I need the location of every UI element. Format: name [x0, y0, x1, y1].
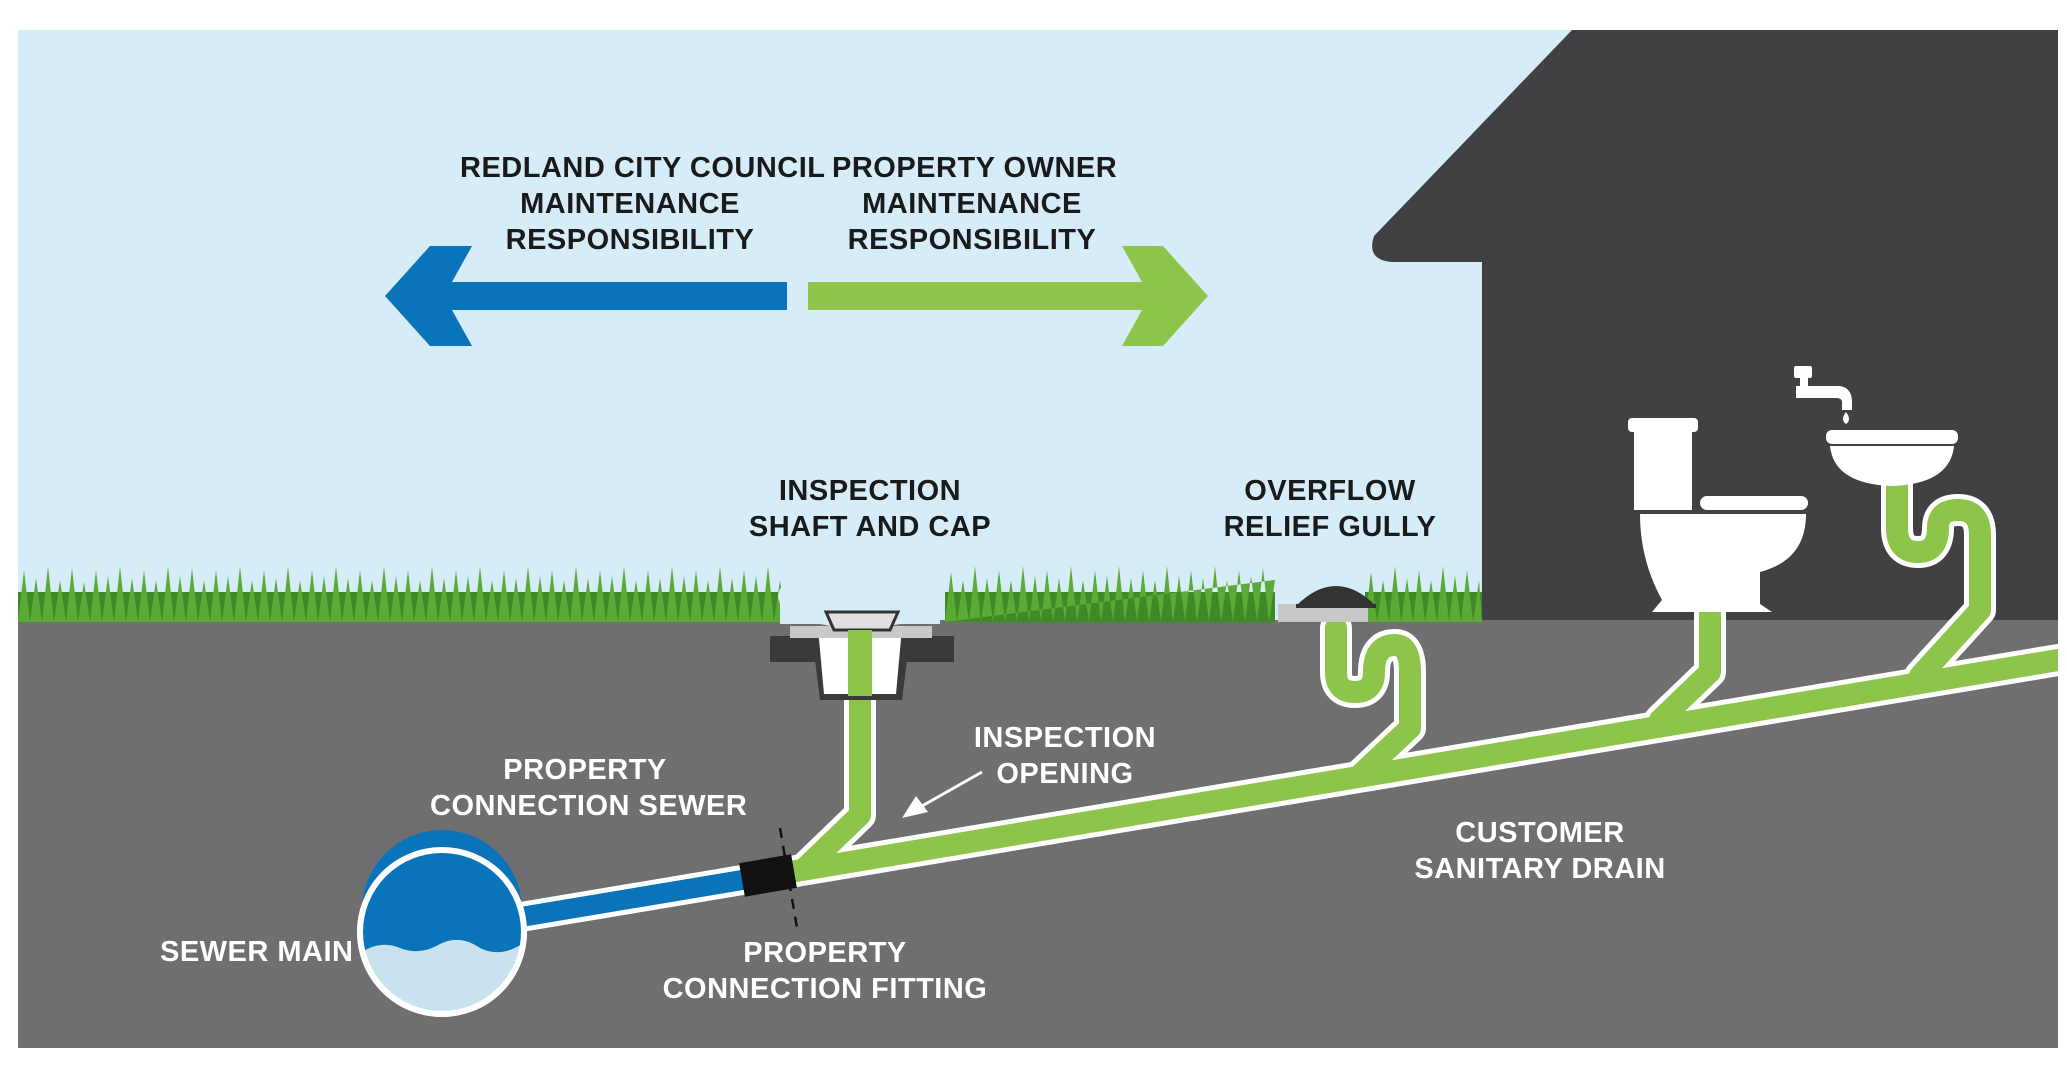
shaft-cap-icon — [770, 564, 954, 700]
owner-line-2: MAINTENANCE — [862, 188, 1082, 220]
council-responsibility-label: REDLAND CITY COUNCIL MAINTENANCE RESPONS… — [460, 150, 826, 258]
connection-sewer-label: PROPERTY CONNECTION SEWER — [430, 752, 748, 824]
sewer-main-text: SEWER MAIN — [160, 936, 354, 968]
sewer-main-pipe — [357, 830, 527, 1017]
owner-responsibility-label: PROPERTY OWNER MAINTENANCE RESPONSIBILIT… — [832, 150, 1118, 258]
connection-sewer-line-2: CONNECTION SEWER — [430, 790, 748, 822]
sewer-main-label: SEWER MAIN — [160, 934, 354, 970]
basin-icon — [1826, 430, 1958, 486]
inspection-shaft-line-2: SHAFT AND CAP — [748, 511, 992, 543]
toilet-icon — [1628, 418, 1808, 612]
tap-icon — [1794, 366, 1852, 424]
overflow-gully-line-1: OVERFLOW — [1244, 475, 1416, 507]
connection-sewer-line-1: PROPERTY — [503, 754, 667, 786]
connection-fitting-label: PROPERTY CONNECTION FITTING — [660, 935, 990, 1007]
customer-drain — [779, 469, 2067, 883]
connection-fitting-line-2: CONNECTION FITTING — [662, 973, 988, 1005]
inspection-opening-line-1: INSPECTION — [973, 722, 1157, 754]
inspection-opening-line-2: OPENING — [996, 758, 1134, 790]
left-arrow-icon — [385, 246, 787, 346]
grass — [18, 566, 1482, 622]
owner-line-1: PROPERTY OWNER — [832, 152, 1118, 184]
overflow-gully-label: OVERFLOW RELIEF GULLY — [1210, 473, 1450, 545]
sanitary-drain-line-1: CUSTOMER — [1455, 817, 1625, 849]
inspection-opening-arrow-icon — [902, 770, 983, 818]
right-arrow-icon — [808, 246, 1208, 346]
council-line-2: MAINTENANCE — [520, 188, 740, 220]
property-connection-fitting — [739, 854, 797, 897]
sanitary-drain-line-2: SANITARY DRAIN — [1414, 853, 1666, 885]
owner-line-3: RESPONSIBILITY — [847, 224, 1097, 256]
inspection-shaft-line-1: INSPECTION — [778, 475, 962, 507]
council-line-1: REDLAND CITY COUNCIL — [460, 152, 826, 184]
sanitary-drain-label: CUSTOMER SANITARY DRAIN — [1410, 815, 1670, 887]
inspection-shaft-label: INSPECTION SHAFT AND CAP — [740, 473, 1000, 545]
gully-grate-icon — [1278, 586, 1376, 622]
overflow-gully-line-2: RELIEF GULLY — [1223, 511, 1437, 543]
council-line-3: RESPONSIBILITY — [505, 224, 755, 256]
connection-fitting-line-1: PROPERTY — [743, 937, 907, 969]
inspection-opening-label: INSPECTION OPENING — [950, 720, 1180, 792]
